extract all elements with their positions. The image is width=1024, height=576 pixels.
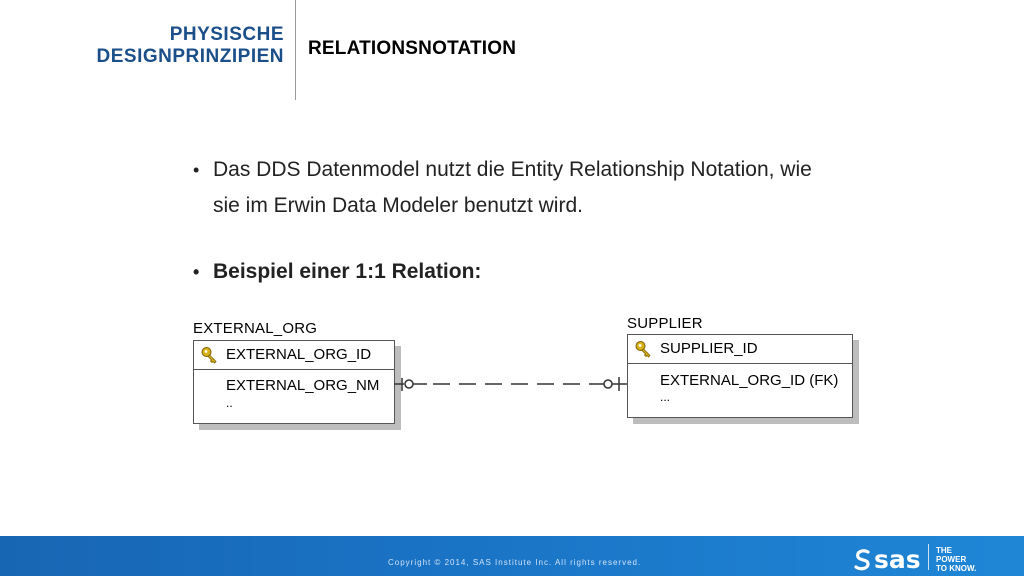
slide-title: RELATIONSNOTATION xyxy=(308,38,517,59)
copyright-text: Copyright © 2014, SAS Institute Inc. All… xyxy=(388,558,642,567)
footer-bar: Copyright © 2014, SAS Institute Inc. All… xyxy=(0,536,1024,576)
section-title-line-2: DESIGNPRINZIPIEN xyxy=(96,46,284,67)
sas-logo: sas xyxy=(852,545,921,574)
tagline: THE POWER TO KNOW. xyxy=(936,546,976,573)
attribute-label: EXTERNAL_ORG_NM xyxy=(226,377,380,394)
primary-key-label: SUPPLIER_ID xyxy=(660,340,758,357)
tagline-line-3: TO KNOW. xyxy=(936,564,977,573)
attribute-label: EXTERNAL_ORG_ID (FK) xyxy=(660,372,839,389)
tagline-line-2: POWER xyxy=(936,555,967,564)
bullet-item-1: • Das DDS Datenmodel nutzt die Entity Re… xyxy=(193,152,893,224)
section-title: PHYSISCHE DESIGNPRINZIPIEN xyxy=(4,24,284,68)
key-icon xyxy=(201,347,217,364)
sas-swirl-icon xyxy=(854,549,870,571)
bullet-item-2: • Beispiel einer 1:1 Relation: xyxy=(193,254,893,290)
header-divider xyxy=(295,0,296,100)
logo-divider xyxy=(928,544,929,570)
bullet-marker: • xyxy=(193,160,200,180)
tagline-line-1: THE xyxy=(936,546,952,555)
zero-marker xyxy=(603,379,613,389)
sas-logo-text: sas xyxy=(874,545,921,574)
entity-external-org: EXTERNAL_ORG_ID EXTERNAL_ORG_NM .. xyxy=(193,340,395,424)
bullet-text-2: Beispiel einer 1:1 Relation: xyxy=(213,260,482,283)
bullet-marker: • xyxy=(193,262,200,282)
zero-or-one-marker xyxy=(404,379,414,389)
bullet-text-1: Das DDS Datenmodel nutzt die Entity Rela… xyxy=(213,158,812,217)
attribute-ellipsis: ... xyxy=(660,390,671,404)
primary-key-section: EXTERNAL_ORG_ID xyxy=(194,341,394,370)
bullet-list: • Das DDS Datenmodel nutzt die Entity Re… xyxy=(193,152,893,290)
attribute-ellipsis: .. xyxy=(226,396,233,410)
entity-supplier: SUPPLIER_ID EXTERNAL_ORG_ID (FK) ... xyxy=(627,334,853,418)
entity-name-supplier: SUPPLIER xyxy=(627,315,703,332)
section-title-line-1: PHYSISCHE xyxy=(169,24,284,45)
primary-key-section: SUPPLIER_ID xyxy=(628,335,852,364)
key-icon xyxy=(635,341,651,358)
primary-key-label: EXTERNAL_ORG_ID xyxy=(226,346,372,363)
entity-name-external-org: EXTERNAL_ORG xyxy=(193,320,318,337)
